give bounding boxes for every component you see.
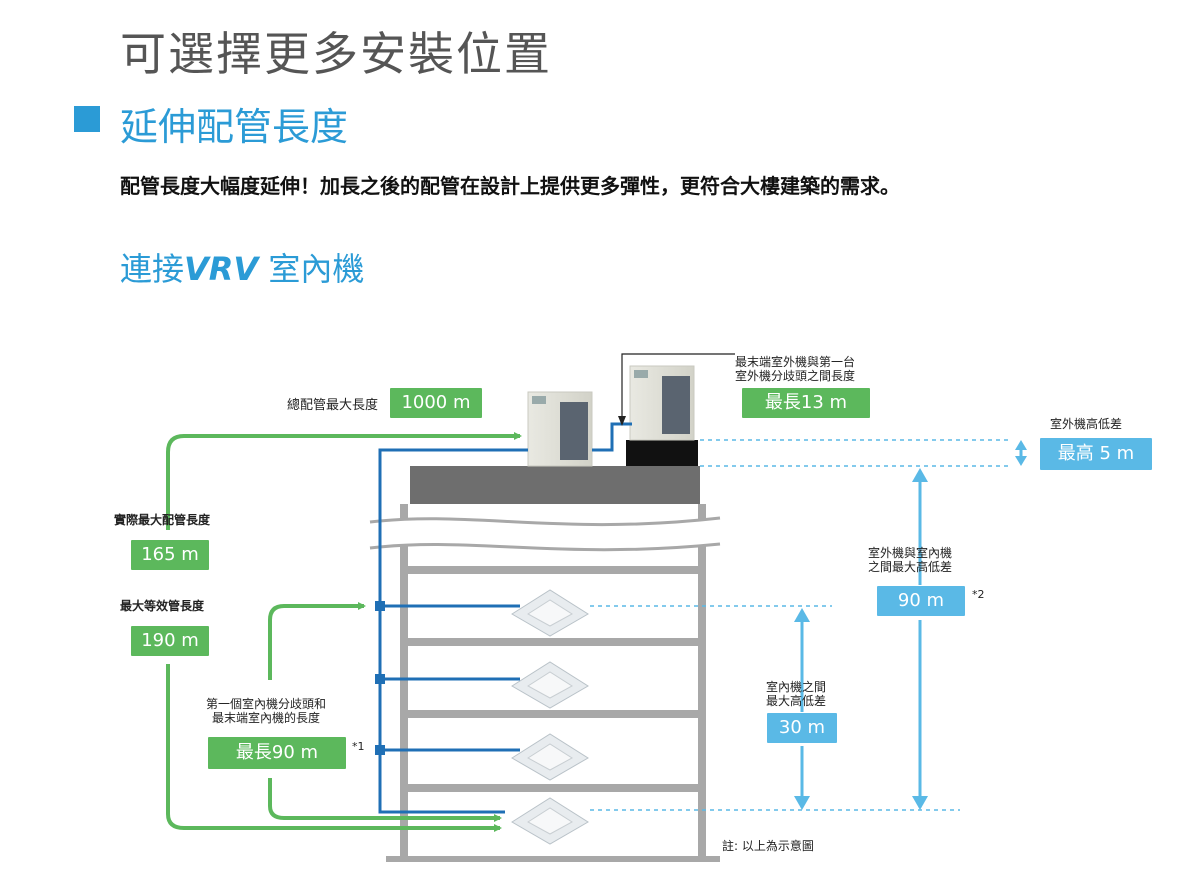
total-pipe-value: 1000 m bbox=[390, 388, 482, 418]
unit-grille bbox=[662, 376, 690, 434]
first-branch-label: 第一個室內機分歧頭和 最末端室內機的長度 bbox=[206, 697, 326, 725]
right-column bbox=[698, 504, 706, 860]
outdoor-branch-leader bbox=[621, 353, 735, 422]
equivalent-pipe-label: 最大等效管長度 bbox=[120, 599, 205, 613]
out-in-height-label: 室外機與室內機 之間最大高低差 bbox=[868, 546, 952, 574]
outdoor-unit-1 bbox=[527, 391, 593, 467]
arrow-total-bottom bbox=[166, 664, 502, 832]
outdoor-branch-value: 最長13 m bbox=[742, 388, 870, 418]
footnote: 註: 以上為示意圖 bbox=[722, 839, 814, 853]
equivalent-pipe-value: 190 m bbox=[131, 626, 209, 656]
out-in-height-note: *2 bbox=[972, 588, 985, 601]
first-branch-value: 最長90 m bbox=[208, 737, 346, 769]
ground bbox=[386, 856, 720, 862]
section-bullet bbox=[74, 106, 100, 132]
total-pipe-label: 總配管最大長度 bbox=[287, 398, 379, 413]
floor-4 bbox=[400, 784, 706, 792]
outdoor-branch-label-line1: 最末端室外機與第一台 bbox=[735, 355, 856, 369]
first-branch-label-line2: 最末端室內機的長度 bbox=[212, 711, 321, 725]
subtitle-suffix: 室內機 bbox=[258, 250, 365, 288]
out-in-height-label-line1: 室外機與室內機 bbox=[868, 546, 953, 560]
indoor-height-label-line1: 室內機之間 bbox=[766, 680, 827, 694]
first-branch-note: *1 bbox=[352, 740, 365, 753]
indoor-height-label-line2: 最大高低差 bbox=[766, 694, 827, 708]
outdoor-unit-2 bbox=[629, 365, 695, 441]
section-title: 延伸配管長度 bbox=[120, 105, 349, 149]
description: 配管長度大幅度延伸！加長之後的配管在設計上提供更多彈性，更符合大樓建築的需求。 bbox=[120, 174, 900, 198]
left-column bbox=[400, 504, 408, 860]
outdoor-branch-label-line2: 室外機分歧頭之間長度 bbox=[735, 369, 856, 383]
arrow-branch-top bbox=[268, 602, 366, 680]
actual-pipe-label: 實際最大配管長度 bbox=[114, 513, 211, 527]
arrow-branch-bottom bbox=[268, 778, 502, 822]
page-title: 可選擇更多安裝位置 bbox=[120, 27, 552, 81]
actual-pipe-value: 165 m bbox=[131, 540, 209, 570]
outdoor-branch-label: 最末端室外機與第一台 室外機分歧頭之間長度 bbox=[735, 355, 855, 383]
indoor-height-value: 30 m bbox=[767, 713, 837, 743]
length-arrows bbox=[166, 432, 522, 832]
break-line-top bbox=[369, 516, 721, 527]
outdoor-height-label: 室外機高低差 bbox=[1050, 417, 1123, 431]
indoor-unit-4 bbox=[511, 797, 589, 845]
indoor-height-label: 室內機之間 最大高低差 bbox=[766, 680, 826, 708]
building bbox=[369, 466, 721, 862]
roof-slab bbox=[410, 466, 700, 504]
subtitle-emphasis: VRV bbox=[184, 250, 259, 288]
floor-3 bbox=[400, 710, 706, 718]
floor-1 bbox=[400, 566, 706, 574]
subtitle: 連接VRV 室內機 bbox=[120, 244, 364, 290]
unit-grille bbox=[560, 402, 588, 460]
outdoor-height-value: 最高 5 m bbox=[1040, 438, 1152, 470]
indoor-unit-1 bbox=[511, 589, 589, 637]
indoor-unit-3 bbox=[511, 733, 589, 781]
break-band bbox=[370, 518, 720, 550]
refrigerant-pipes bbox=[378, 422, 632, 814]
subtitle-prefix: 連接 bbox=[120, 250, 185, 288]
first-branch-label-line1: 第一個室內機分歧頭和 bbox=[206, 697, 327, 711]
level-lines bbox=[590, 439, 1010, 811]
branch-joints bbox=[375, 601, 385, 755]
indoor-units bbox=[511, 589, 589, 845]
break-line-bottom bbox=[369, 542, 721, 552]
arrow-total-top bbox=[166, 432, 522, 530]
leader-arrowhead bbox=[618, 416, 626, 426]
height-arrows bbox=[794, 440, 1027, 810]
indoor-unit-2 bbox=[511, 661, 589, 709]
outdoor-unit-base bbox=[626, 440, 698, 466]
out-in-height-label-line2: 之間最大高低差 bbox=[868, 560, 953, 574]
out-in-height-value: 90 m bbox=[877, 586, 965, 616]
floor-2 bbox=[400, 638, 706, 646]
